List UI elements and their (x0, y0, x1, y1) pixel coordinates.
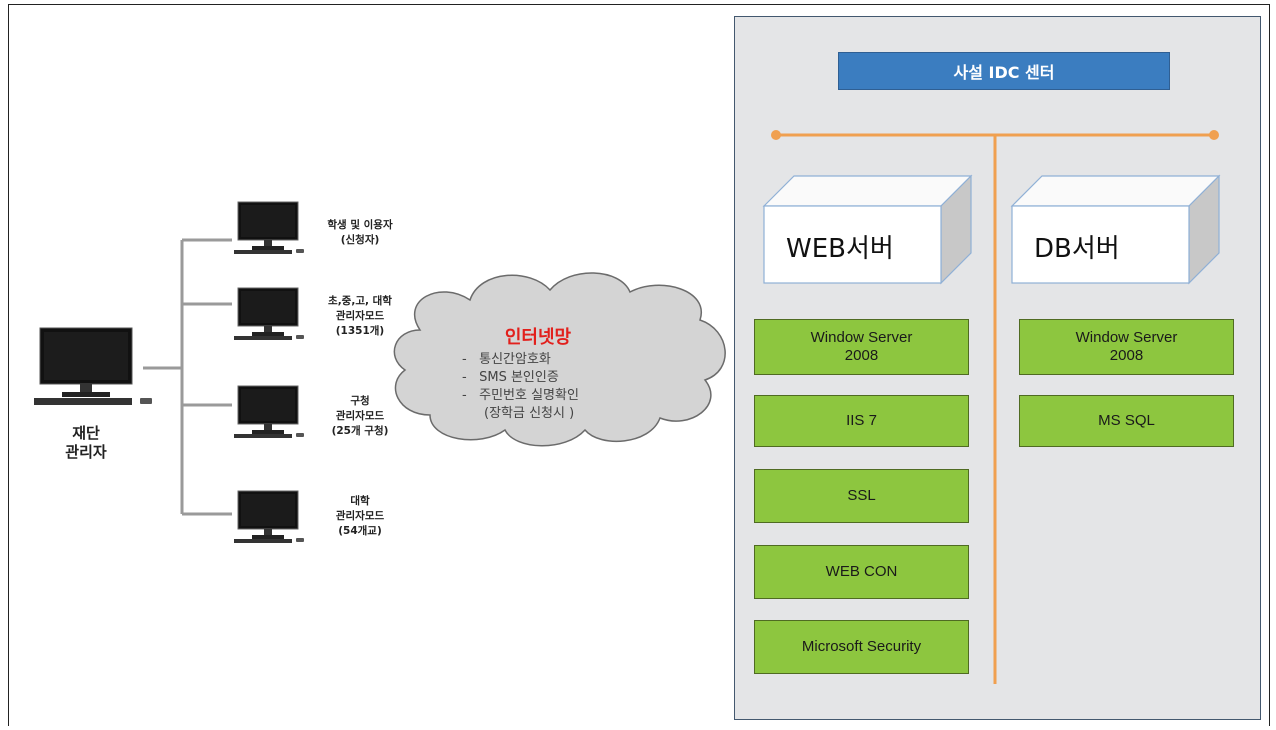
client-label-1: 학생 및 이용자 (신청자) (327, 219, 393, 246)
db-component-mssql: MS SQL (1019, 395, 1234, 447)
admin-computer-icon (34, 327, 152, 405)
web-component-security: Microsoft Security (754, 620, 969, 674)
db-server-label: DB서버 (1034, 234, 1120, 264)
internet-cloud-icon (393, 272, 726, 447)
client-label-2: 초,중,고, 대학 관리자모드 (1351개) (328, 295, 392, 337)
idc-bus-lines (762, 130, 1221, 684)
network-lines (34, 201, 726, 544)
client-label-3: 구청 관리자모드 (25개 구청) (331, 395, 389, 437)
client-label-4: 대학 관리자모드 (54개교) (335, 495, 385, 537)
client-computer-icon-1 (233, 201, 305, 255)
internet-item-3: - 주민번호 실명확인 (462, 388, 579, 403)
client-computer-icon-4 (233, 490, 305, 544)
web-component-ssl: SSL (754, 469, 969, 523)
web-component-webcon: WEB CON (754, 545, 969, 599)
internet-title: 인터넷망 (504, 327, 572, 348)
client-computer-icon-2 (233, 287, 305, 341)
idc-title: 사설 IDC 센터 (838, 52, 1170, 90)
web-server-box-icon (762, 174, 973, 285)
web-component-windows-server: Window Server 2008 (754, 319, 969, 375)
diagram-frame (8, 4, 1270, 726)
db-component-windows-server: Window Server 2008 (1019, 319, 1234, 375)
internet-item-2: - SMS 본인인증 (462, 370, 559, 385)
internet-item-4: (장학금 신청시 ) (484, 406, 575, 421)
web-component-iis: IIS 7 (754, 395, 969, 447)
internet-item-1: - 통신간암호화 (462, 352, 551, 367)
db-server-box-icon (1010, 174, 1221, 285)
admin-label: 재단 관리자 (65, 424, 107, 461)
client-computer-icon-3 (233, 385, 305, 439)
web-server-label: WEB서버 (786, 234, 894, 264)
